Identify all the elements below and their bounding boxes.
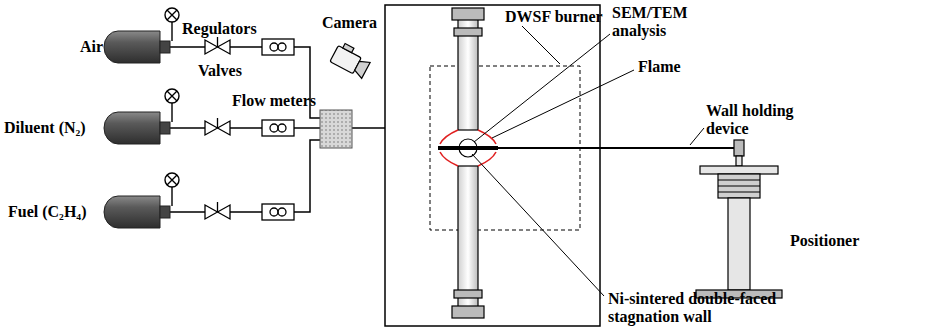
camera-icon: [330, 41, 373, 78]
gas-line: [168, 127, 320, 129]
regulator-symbol: [165, 89, 179, 103]
camera-icon: [343, 44, 354, 53]
burner-label: DWSF burner: [505, 8, 603, 26]
flow-meter-label: Flow meters: [232, 92, 316, 110]
stagnation-wall: [498, 147, 738, 149]
positioner: [718, 180, 760, 192]
valve-symbol: [217, 118, 218, 128]
regulator-symbol: [171, 103, 172, 122]
gas-cylinder: [104, 31, 170, 228]
gas-name: Air: [80, 38, 103, 56]
stagnation-wall: [438, 146, 498, 150]
positioner: [696, 140, 782, 298]
flame: [440, 130, 458, 144]
positioner: [718, 174, 760, 198]
wall-label: Ni-sintered double-faced stagnation wall: [608, 290, 808, 326]
burner-panel: [385, 5, 600, 326]
flow-meter-symbol: [262, 204, 294, 220]
regulator-symbol: [165, 173, 179, 187]
positioner: [736, 156, 742, 166]
positioner: [700, 166, 778, 174]
valve-symbol: [217, 202, 218, 212]
burner-tube: [454, 28, 482, 36]
regulator-symbol: [167, 175, 177, 185]
flame: [440, 152, 458, 166]
leader-line: [690, 128, 704, 145]
burner-tube: [452, 8, 484, 318]
leader-line: [474, 34, 610, 142]
gas-cylinder: [160, 41, 170, 53]
mixing-chamber: [320, 110, 352, 148]
regulator-symbol: [165, 8, 179, 206]
valve-label: Valves: [198, 62, 242, 80]
flow-meter-symbol: [262, 39, 294, 220]
flow-meter-symbol: [262, 39, 294, 55]
regulator-symbol: [171, 187, 172, 206]
leader-line: [472, 34, 704, 296]
gas-cylinder: [104, 31, 160, 63]
gas-line: [168, 140, 320, 212]
gas-cylinder: [104, 196, 160, 228]
burner-panel: [385, 5, 600, 326]
valve-symbol: [217, 37, 218, 47]
flow-meter-symbol: [270, 208, 278, 216]
burner-tube: [452, 8, 484, 20]
burner-tube: [452, 306, 484, 318]
flow-meter-symbol: [270, 124, 278, 132]
burner-tube: [454, 290, 482, 298]
flow-meter-symbol: [278, 43, 286, 51]
flame: [440, 130, 496, 166]
burner-leader: [522, 26, 560, 64]
regulator-symbol: [167, 10, 177, 20]
flow-meter-symbol: [278, 124, 286, 132]
leader-line: [472, 154, 604, 296]
camera-icon: [353, 58, 370, 79]
flow-meter-symbol: [278, 208, 286, 216]
regulator-symbol: [167, 91, 177, 101]
gas-name: Fuel (C₂H₄): [8, 203, 86, 221]
positioner: [728, 198, 750, 290]
burner-leader: [522, 26, 560, 64]
leader-line: [492, 70, 634, 138]
gas-line: [168, 47, 320, 118]
regulator-label: Regulators: [182, 20, 257, 38]
gas-name: Diluent (N₂): [4, 119, 86, 137]
gas-cylinder: [160, 206, 170, 218]
positioner: [734, 140, 744, 156]
mixing-chamber: [320, 110, 352, 148]
flame-label: Flame: [638, 58, 681, 76]
regulator-symbol: [165, 8, 179, 22]
wall-holder-label: Wall holding device: [706, 102, 816, 138]
positioner-label: Positioner: [790, 232, 859, 250]
gas-line: [352, 127, 385, 129]
regulator-symbol: [171, 22, 172, 41]
analysis-label: SEM/TEM analysis: [612, 4, 708, 40]
camera-label: Camera: [322, 14, 377, 32]
flow-meter-symbol: [270, 43, 278, 51]
gas-cylinder: [104, 112, 160, 144]
gas-cylinder: [160, 122, 170, 134]
flow-meter-symbol: [262, 120, 294, 136]
